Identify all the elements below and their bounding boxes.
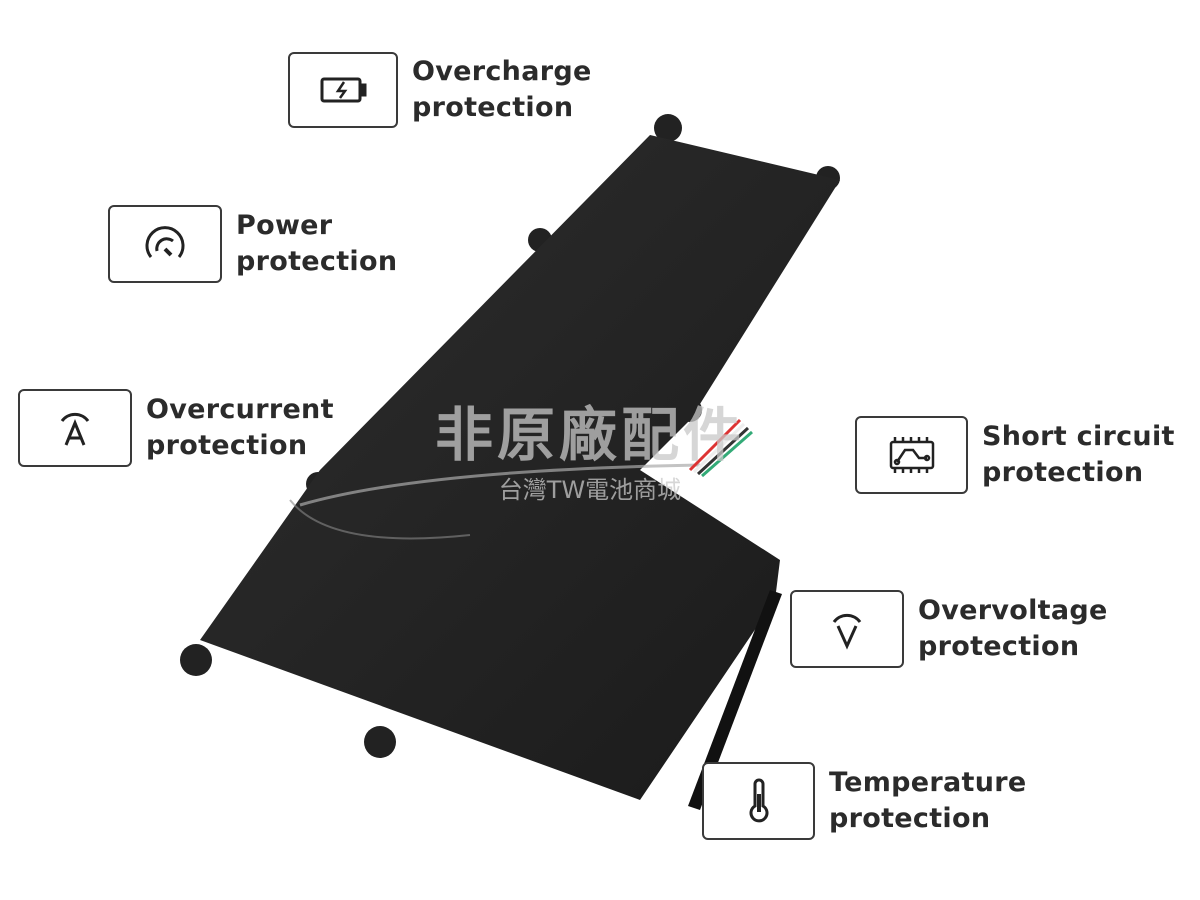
feature-power: Power protection — [108, 205, 397, 283]
feature-subtitle: protection — [146, 430, 308, 461]
gauge-icon — [108, 205, 222, 283]
feature-short-circuit: Short circuit protection — [855, 416, 1175, 494]
feature-subtitle: protection — [982, 457, 1144, 488]
circuit-icon — [855, 416, 968, 494]
feature-subtitle: protection — [412, 92, 574, 123]
feature-subtitle: protection — [918, 631, 1080, 662]
watermark: 非原廠配件 台灣TW電池商城 — [405, 388, 775, 505]
feature-overcurrent: Overcurrent protection — [18, 389, 334, 467]
feature-overvoltage: Overvoltage protection — [790, 590, 1108, 668]
feature-subtitle: protection — [829, 803, 991, 834]
feature-title: Overcurrent — [146, 394, 334, 425]
feature-subtitle: protection — [236, 246, 398, 277]
feature-title: Power — [236, 210, 333, 241]
feature-title: Overvoltage — [918, 595, 1108, 626]
feature-title: Overcharge — [412, 56, 592, 87]
voltage-icon — [790, 590, 904, 668]
watermark-subtitle: 台灣TW電池商城 — [498, 476, 682, 504]
watermark-title: 非原廠配件 — [434, 401, 745, 469]
battery-charge-icon — [288, 52, 398, 128]
feature-title: Temperature — [829, 767, 1027, 798]
feature-title: Short circuit — [982, 421, 1175, 452]
feature-temperature: Temperature protection — [702, 762, 1027, 840]
thermometer-icon — [702, 762, 815, 840]
ampere-icon — [18, 389, 132, 467]
feature-overcharge: Overcharge protection — [288, 52, 592, 128]
